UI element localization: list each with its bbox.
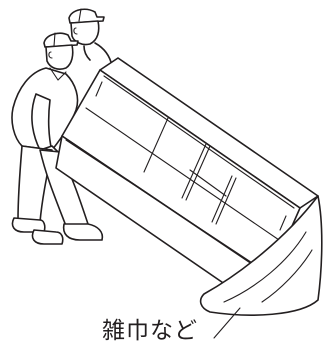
back-worker-icon: [69, 9, 112, 66]
figure-caption: 雑巾など: [102, 320, 198, 343]
